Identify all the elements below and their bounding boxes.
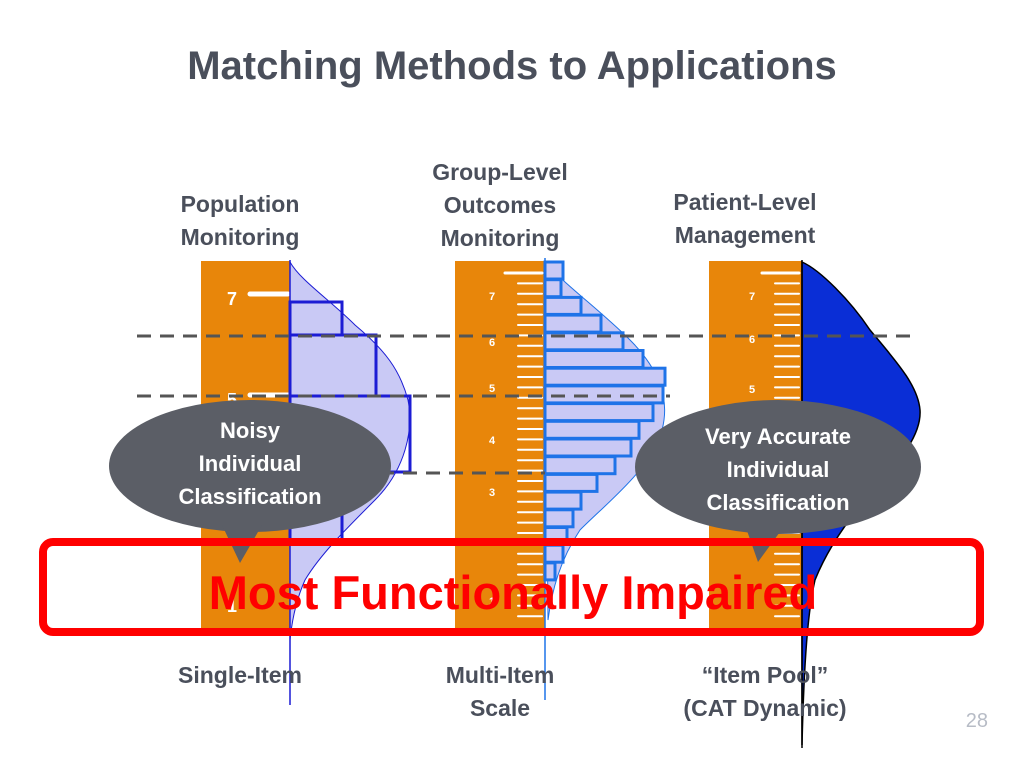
column-header-population: Population Monitoring [180,191,300,250]
histogram-bar [543,366,667,387]
histogram-bar [543,278,563,299]
callout-bubble [109,400,391,532]
column-footer-item-pool: “Item Pool” (CAT Dynamic) [683,662,847,721]
ruler-label: 4 [489,435,496,447]
histogram-bar [543,384,665,405]
histogram-bar [543,455,617,476]
impaired-banner-text: Most Functionally Impaired [208,566,818,619]
page-title: Matching Methods to Applications [187,44,837,88]
histogram-bar [543,349,645,369]
histogram-bar [543,402,655,423]
ruler-label: 6 [749,334,755,346]
histogram-bar [543,490,583,511]
ruler-label: 3 [489,487,495,499]
ruler-label: 6 [489,337,495,349]
callout-bubble [635,400,921,534]
column-footer-single-item: Single-Item [178,662,302,688]
callout-text-accurate: Very Accurate Individual Classification [705,424,851,515]
ruler-body [455,261,545,631]
histogram-bar [543,472,599,493]
ruler-label: 7 [749,291,755,303]
ruler-label: 1 [489,596,495,608]
column-footer-multi-item: Multi-Item Scale [445,662,555,721]
multi-item-histogram [543,258,667,700]
ruler-label: 7 [489,291,495,303]
histogram-bar [543,508,575,529]
ruler-label: 7 [227,289,237,309]
page-number: 28 [965,710,988,732]
histogram-bar [543,260,565,281]
ruler-label: 5 [749,384,755,396]
multi-item-ruler: 7 6 5 4 3 1 [455,261,545,631]
impaired-banner-box [39,538,984,636]
column-header-patient-level: Patient-Level Management [673,189,817,248]
histogram-bar [543,437,633,458]
histogram-bar [543,419,641,440]
ruler-label: 5 [489,383,495,395]
histogram-bar [543,295,583,316]
ruler-label: 5 [227,390,237,410]
callout-text-noisy: Noisy Individual Classification [178,418,322,509]
histogram-bar [543,313,603,334]
ruler-label: 1 [227,596,237,616]
column-header-group-level: Group-Level Outcomes Monitoring [432,159,568,251]
